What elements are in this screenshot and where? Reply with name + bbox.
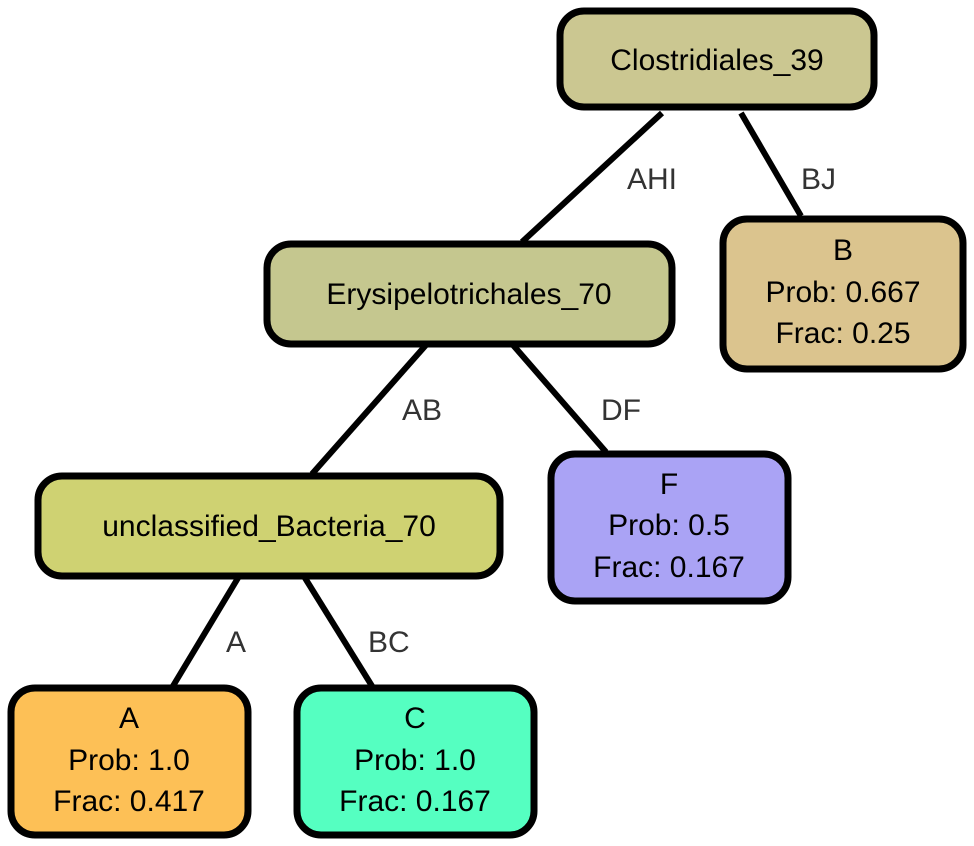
node-clostridiales: Clostridiales_39	[556, 7, 878, 111]
leaf-frac-label: Frac: 0.417	[53, 785, 205, 818]
leaf-class-label: C	[404, 702, 426, 735]
node-box	[34, 472, 504, 580]
edge-label-ab: AB	[402, 394, 442, 427]
leaf-node-c: C Prob: 1.0 Frac: 0.167	[293, 684, 538, 839]
node-box	[719, 215, 967, 373]
edge-label-bj: BJ	[801, 163, 836, 196]
node-label: unclassified_Bacteria_70	[102, 510, 436, 543]
leaf-node-b: B Prob: 0.667 Frac: 0.25	[719, 215, 967, 373]
leaf-prob-label: Prob: 1.0	[68, 744, 190, 777]
edge-unclassified-leaf-a	[170, 576, 241, 688]
edge-root-erysipelotrichales	[519, 110, 665, 245]
leaf-node-a: A Prob: 1.0 Frac: 0.417	[7, 684, 252, 839]
node-box	[556, 7, 878, 111]
node-unclassified-bacteria: unclassified_Bacteria_70	[34, 472, 504, 580]
leaf-prob-label: Prob: 0.5	[608, 509, 730, 542]
leaf-prob-label: Prob: 1.0	[354, 744, 476, 777]
edge-label-a: A	[226, 626, 246, 659]
leaf-class-label: F	[660, 468, 678, 501]
node-box	[7, 684, 252, 839]
node-box	[547, 450, 792, 605]
leaf-frac-label: Frac: 0.25	[775, 317, 910, 350]
edge-label-df: DF	[601, 394, 641, 427]
edge-erysipelotrichales-unclassified	[309, 343, 429, 476]
edge-label-ahi: AHI	[627, 163, 677, 196]
node-erysipelotrichales: Erysipelotrichales_70	[263, 240, 676, 348]
node-label: Erysipelotrichales_70	[326, 278, 611, 311]
edge-erysipelotrichales-leaf-f	[510, 343, 609, 454]
node-box	[263, 240, 676, 348]
leaf-frac-label: Frac: 0.167	[339, 785, 491, 818]
edge-label-bc: BC	[368, 626, 410, 659]
leaf-class-label: A	[119, 702, 139, 735]
node-label: Clostridiales_39	[610, 44, 823, 77]
node-box	[293, 684, 538, 839]
leaf-prob-label: Prob: 0.667	[765, 276, 920, 309]
leaf-class-label: B	[833, 234, 853, 267]
edge-unclassified-leaf-c	[302, 576, 375, 688]
edge-root-leaf-b	[738, 111, 804, 218]
leaf-node-f: F Prob: 0.5 Frac: 0.167	[547, 450, 792, 605]
leaf-frac-label: Frac: 0.167	[593, 551, 745, 584]
